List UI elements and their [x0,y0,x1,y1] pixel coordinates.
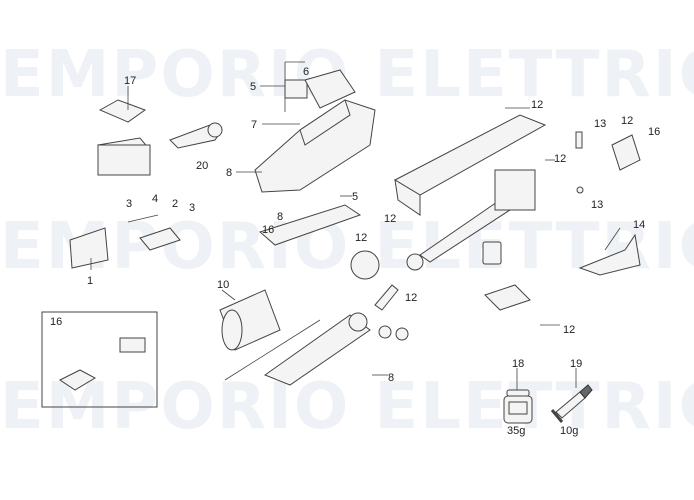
callout-label: 12 [531,99,543,111]
box-17 [97,99,151,176]
callout-label: 12 [355,232,367,244]
callout-label: 5 [250,81,256,93]
callout-label: 12 [405,292,417,304]
callout-label: 12 [621,115,633,127]
callout-label: 5 [352,191,358,203]
callout-label: 17 [124,75,136,87]
tube-12 [393,114,547,216]
gasket-16 [258,204,362,246]
end-cap-16 [611,134,641,171]
watermark-text-1: EMPORIO ELETTRICO [0,38,694,112]
callout-label: 16 [50,316,62,328]
release-mechanism-6 [284,69,356,109]
callout-label: 20 [196,160,208,172]
watermark-text-2: EMPORIO ELETTRICO [0,210,694,284]
callout-label: 12 [554,153,566,165]
callout-label: 1 [87,275,93,287]
callout-label: 13 [591,199,603,211]
bracket-14 [578,233,641,276]
cover-8 [254,99,376,193]
grease-tube-weight: 10g [560,425,578,437]
grease-jar-18 [503,389,533,424]
callout-label: 12 [563,324,575,336]
grease-tube-19 [550,384,593,423]
pin-assembly-2 [127,214,181,251]
screw-assembly [419,169,536,263]
callout-label: 7 [251,119,257,131]
kit-box-16 [41,311,158,408]
callout-label: 2 [172,198,178,210]
callout-label: 19 [570,358,582,370]
bracket-1 [69,227,109,269]
callout-label: 16 [648,126,660,138]
base-housing-8 [263,314,371,386]
gears-row [348,312,409,341]
key-20 [169,122,223,149]
gear-12 [350,250,424,280]
callout-label: 3 [189,202,195,214]
leader-lines [90,61,621,390]
callout-label: 3 [126,198,132,210]
callout-label: 8 [388,372,394,384]
grease-jar-weight: 35g [507,425,525,437]
grease-jar-small [482,241,502,265]
callout-label: 13 [594,118,606,130]
callout-label: 8 [226,167,232,179]
callout-label: 6 [303,66,309,78]
bracket-12 [484,284,531,311]
callout-label: 16 [262,224,274,236]
callout-label: 12 [384,213,396,225]
callout-label: 14 [633,219,645,231]
motor-10 [219,289,281,351]
callout-label: 4 [152,193,158,205]
callout-label: 18 [512,358,524,370]
grease-tube-small [374,284,399,311]
pin-13 [575,131,584,194]
callout-label: 10 [217,279,229,291]
watermark: EMPORIO ELETTRICO EMPORIO ELETTRICO EMPO… [0,38,694,444]
callout-label: 8 [277,211,283,223]
